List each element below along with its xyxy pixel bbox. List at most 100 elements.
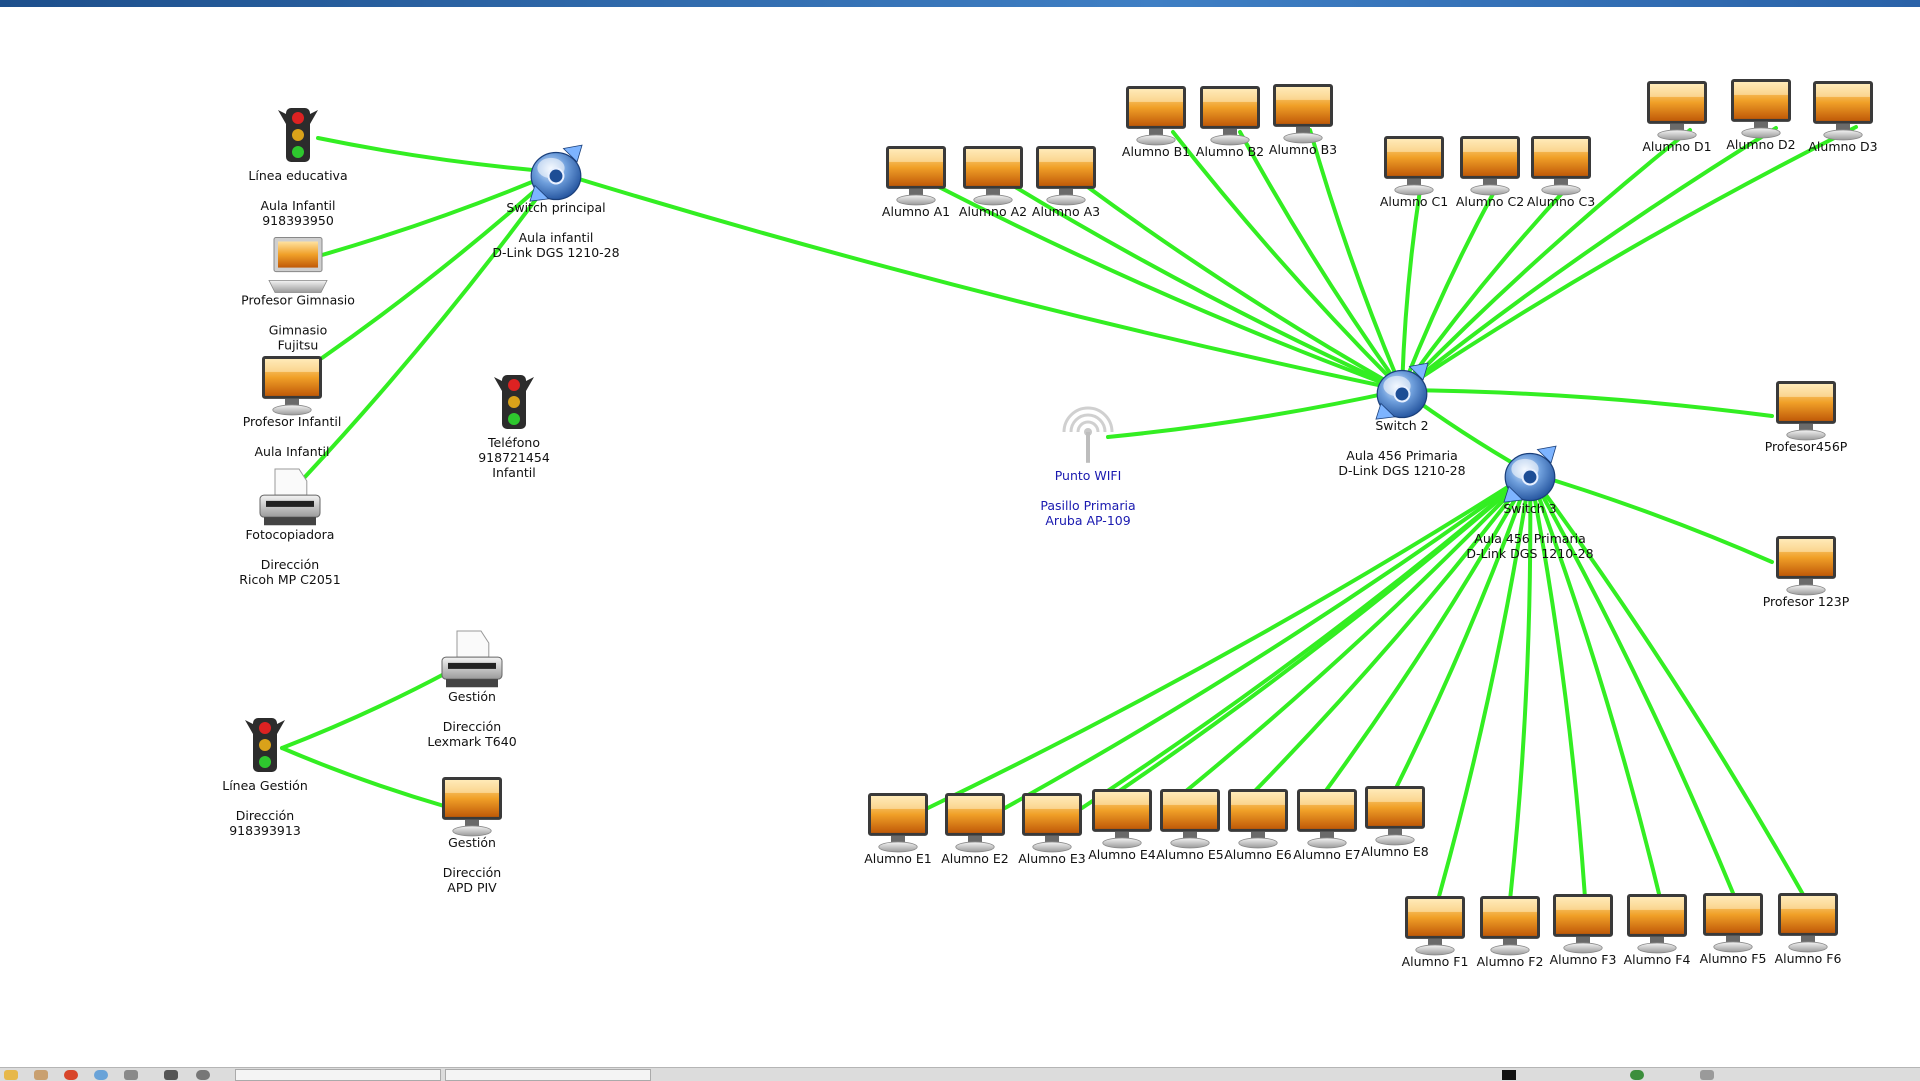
switch-icon <box>1375 362 1429 420</box>
node-label-line: Teléfono <box>487 435 540 450</box>
link-f2-switch3 <box>1508 471 1533 902</box>
node-label-line: Alumno D1 <box>1642 139 1711 154</box>
node-prof456[interactable]: Profesor456P <box>1765 381 1848 454</box>
link-a3-switch2 <box>1083 183 1404 392</box>
tray-app-icon[interactable] <box>1502 1070 1516 1080</box>
link-e8-switch3 <box>1393 471 1532 792</box>
node-label-line: Alumno E3 <box>1018 851 1086 866</box>
link-linea_educativa-switch_principal <box>316 136 558 174</box>
node-label-line: Switch 2 <box>1375 418 1428 433</box>
monitor-icon <box>1297 789 1357 849</box>
link-prof123-switch3 <box>1528 471 1774 564</box>
link-punto_wifi-switch2 <box>1106 388 1404 439</box>
taskbar-window-button-1[interactable] <box>235 1069 441 1081</box>
node-label-line: Gestión <box>448 835 496 850</box>
node-label-line: Switch principal <box>506 200 605 215</box>
node-e6[interactable]: Alumno E6 <box>1224 789 1292 862</box>
node-f4[interactable]: Alumno F4 <box>1624 894 1691 967</box>
node-e2[interactable]: Alumno E2 <box>941 793 1009 866</box>
node-e7[interactable]: Alumno E7 <box>1293 789 1361 862</box>
monitor-icon <box>1228 789 1288 849</box>
node-label-line: Alumno F3 <box>1550 952 1617 967</box>
monitor-icon <box>1384 136 1444 196</box>
link-d2-switch2 <box>1400 126 1778 392</box>
monitor-icon <box>1776 381 1836 441</box>
node-d3[interactable]: Alumno D3 <box>1808 81 1878 154</box>
wifi-antenna-icon <box>1062 406 1114 463</box>
node-e4[interactable]: Alumno E4 <box>1088 789 1156 862</box>
node-c2[interactable]: Alumno C2 <box>1456 136 1524 209</box>
node-label-line: Alumno A3 <box>1032 204 1100 219</box>
link-a1-switch2 <box>933 183 1404 392</box>
link-b1-switch2 <box>1171 130 1404 392</box>
link-e2-switch3 <box>1003 471 1532 810</box>
settings-icon[interactable] <box>196 1070 210 1080</box>
volume-tray-icon[interactable] <box>1700 1070 1714 1080</box>
monitor-icon <box>1531 136 1591 196</box>
node-b3[interactable]: Alumno B3 <box>1269 84 1337 157</box>
node-label-line: Dirección <box>443 865 501 880</box>
link-profesor_infantil-switch_principal <box>320 170 558 360</box>
node-label-line: Dirección <box>261 557 319 572</box>
editor-icon[interactable] <box>124 1070 138 1080</box>
node-f6[interactable]: Alumno F6 <box>1775 893 1842 966</box>
file-manager-icon[interactable] <box>34 1070 48 1080</box>
node-c3[interactable]: Alumno C3 <box>1527 136 1595 209</box>
monitor-icon <box>1365 786 1425 846</box>
taskbar-window-button-2[interactable] <box>445 1069 651 1081</box>
network-tray-icon[interactable] <box>1630 1070 1644 1080</box>
node-b1[interactable]: Alumno B1 <box>1122 86 1190 159</box>
node-label-line: Alumno C1 <box>1380 194 1448 209</box>
node-f1[interactable]: Alumno F1 <box>1402 896 1469 969</box>
node-prof123[interactable]: Profesor 123P <box>1763 536 1850 609</box>
node-a2[interactable]: Alumno A2 <box>959 146 1027 219</box>
browser-icon[interactable] <box>64 1070 78 1080</box>
monitor-icon <box>1703 893 1763 953</box>
terminal-icon[interactable] <box>164 1070 178 1080</box>
link-e7-switch3 <box>1320 471 1532 798</box>
node-c1[interactable]: Alumno C1 <box>1380 136 1448 209</box>
node-d2[interactable]: Alumno D2 <box>1726 79 1796 152</box>
link-c1-switch2 <box>1400 188 1422 392</box>
node-f2[interactable]: Alumno F2 <box>1477 896 1544 969</box>
node-label-line: Aula infantil <box>519 230 594 245</box>
node-label-line: 918393913 <box>229 823 301 838</box>
node-a3[interactable]: Alumno A3 <box>1032 146 1100 219</box>
node-e5[interactable]: Alumno E5 <box>1156 789 1224 862</box>
monitor-icon <box>1126 86 1186 146</box>
node-label-line: Profesor Gimnasio <box>241 293 355 308</box>
node-label-line: Pasillo Primaria <box>1040 498 1135 513</box>
taskbar <box>0 1067 1920 1081</box>
node-label-line: Alumno B3 <box>1269 142 1337 157</box>
start-menu-icon[interactable] <box>4 1070 18 1080</box>
monitor-icon <box>868 793 928 853</box>
node-e8[interactable]: Alumno E8 <box>1361 786 1429 859</box>
node-d1[interactable]: Alumno D1 <box>1642 81 1712 154</box>
node-label-line: Gimnasio <box>269 323 328 338</box>
node-e1[interactable]: Alumno E1 <box>864 793 932 866</box>
node-label-line: Línea Gestión <box>222 778 308 793</box>
node-label-line: 918721454 <box>478 450 550 465</box>
messenger-icon[interactable] <box>94 1070 108 1080</box>
switch-icon <box>529 144 583 202</box>
node-f3[interactable]: Alumno F3 <box>1550 894 1617 967</box>
node-a1[interactable]: Alumno A1 <box>882 146 950 219</box>
node-label-line: Alumno D2 <box>1726 137 1795 152</box>
node-f5[interactable]: Alumno F5 <box>1700 893 1767 966</box>
link-f3-switch3 <box>1528 471 1587 900</box>
node-label-line: Infantil <box>492 465 535 480</box>
node-e3[interactable]: Alumno E3 <box>1018 793 1086 866</box>
node-b2[interactable]: Alumno B2 <box>1196 86 1264 159</box>
